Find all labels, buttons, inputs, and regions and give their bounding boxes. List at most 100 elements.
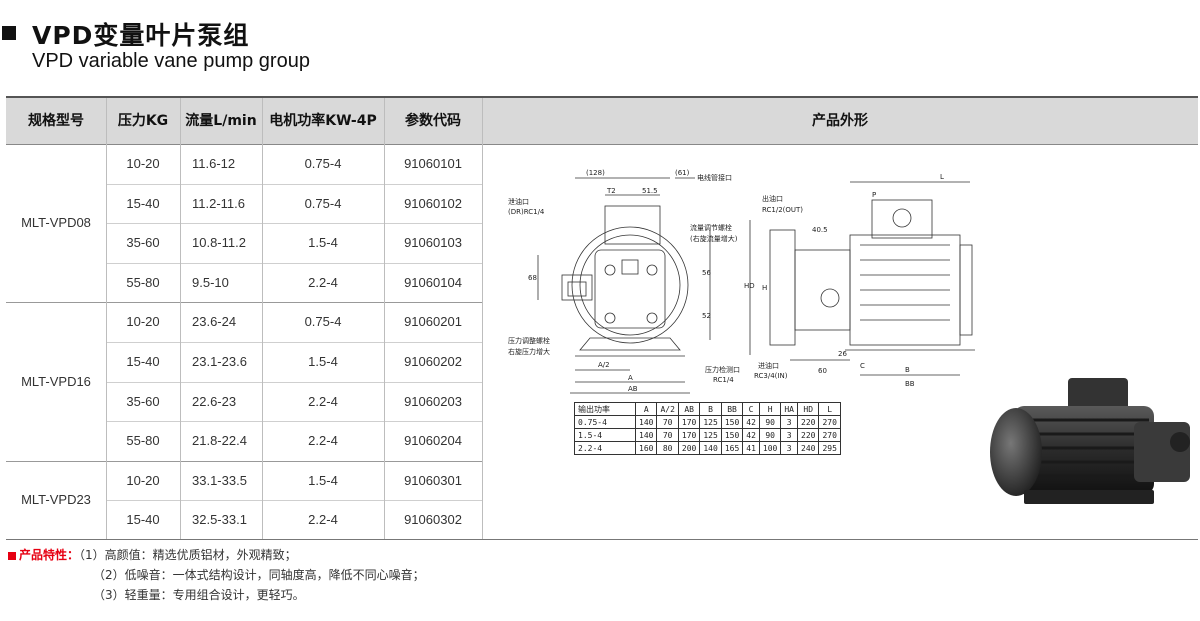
table-cell: 55-80 bbox=[126, 433, 160, 449]
dims-cell: B bbox=[699, 402, 722, 416]
table-cell: 91060201 bbox=[404, 314, 462, 330]
feature-line-2: （2）低噪音：一体式结构设计，同轴度高，降低不同心噪音； bbox=[93, 566, 425, 583]
model-name: MLT-VPD16 bbox=[21, 373, 91, 389]
dims-cell: 70 bbox=[656, 415, 679, 429]
drawing-label: (61) bbox=[675, 169, 690, 177]
dims-cell: 270 bbox=[818, 428, 841, 442]
feature-line-3: （3）轻重量：专用组合设计，更轻巧。 bbox=[93, 586, 305, 603]
table-cell: 2.2-4 bbox=[308, 512, 338, 528]
dims-cell: 0.75-4 bbox=[574, 415, 636, 429]
table-cell: 11.2-11.6 bbox=[192, 195, 246, 211]
table-cell: 0.75-4 bbox=[304, 314, 342, 330]
dims-cell: 140 bbox=[634, 428, 658, 442]
dims-cell: 150 bbox=[720, 428, 744, 442]
feature-bullet bbox=[8, 551, 16, 560]
table-cell: 55-80 bbox=[126, 274, 160, 290]
table-cell: 9.5-10 bbox=[192, 274, 229, 290]
dims-cell: 3 bbox=[780, 441, 798, 455]
drawing-label: 56 bbox=[702, 269, 711, 277]
table-cell: 11.6-12 bbox=[192, 156, 236, 171]
dims-cell: 140 bbox=[634, 415, 658, 429]
drawing-label: 电线管接口 bbox=[697, 173, 732, 182]
dims-cell: 270 bbox=[818, 415, 841, 429]
table-cell: 91060302 bbox=[404, 512, 462, 528]
feature-line-1: 产品特性：（1）高颜值：精选优质铝材，外观精致； bbox=[8, 546, 297, 563]
column-divider bbox=[180, 98, 181, 539]
table-cell: 23.1-23.6 bbox=[192, 354, 247, 369]
pump-photo bbox=[990, 378, 1190, 504]
dims-cell: 2.2-4 bbox=[574, 441, 636, 455]
table-cell: 1.5-4 bbox=[308, 472, 338, 488]
drawing-label: C bbox=[860, 362, 865, 370]
table-cell: 2.2-4 bbox=[308, 433, 338, 449]
drawing-label: 压力检测口 bbox=[705, 365, 740, 374]
table-cell: 1.5-4 bbox=[308, 235, 338, 251]
row-divider bbox=[106, 262, 482, 264]
drawing-label: L bbox=[940, 173, 944, 181]
drawing-label: (右旋流量增大) bbox=[690, 234, 738, 243]
dims-cell: BB bbox=[720, 402, 744, 416]
dims-cell: 80 bbox=[656, 441, 679, 455]
drawing-label: H bbox=[762, 284, 767, 292]
drawing-label: 出油口 bbox=[762, 194, 783, 203]
features-label: 产品特性： bbox=[19, 548, 80, 562]
column-divider bbox=[106, 98, 107, 539]
drawing-label: BB bbox=[905, 380, 915, 388]
table-cell: 22.6-23 bbox=[192, 393, 237, 409]
table-cell: 91060104 bbox=[404, 274, 462, 290]
table-cell: 91060301 bbox=[404, 472, 462, 488]
drawing-label: 52 bbox=[702, 312, 711, 320]
table-cell: 91060102 bbox=[404, 195, 462, 211]
table-cell: 2.2-4 bbox=[308, 274, 338, 290]
table-cell: 2.2-4 bbox=[308, 393, 338, 409]
group-divider bbox=[6, 302, 482, 304]
dims-cell: C bbox=[742, 402, 760, 416]
feature-item: （2）低噪音：一体式结构设计，同轴度高，降低不同心噪音； bbox=[93, 568, 425, 582]
header-pressure: 压力KG bbox=[117, 113, 169, 129]
row-divider bbox=[106, 500, 482, 502]
dims-cell: 170 bbox=[677, 428, 701, 442]
table-cell: 10.8-11.2 bbox=[192, 235, 246, 251]
drawing-label: (128) bbox=[586, 169, 605, 177]
dims-cell: 170 bbox=[677, 415, 701, 429]
dims-cell: 100 bbox=[758, 441, 782, 455]
table-cell: 10-20 bbox=[126, 314, 160, 330]
drawing-label: B bbox=[905, 366, 910, 374]
drawing-label: T2 bbox=[606, 187, 616, 195]
drawing-label: 26 bbox=[838, 350, 847, 358]
dims-cell: A/2 bbox=[656, 402, 679, 416]
feature-item: （3）轻重量：专用组合设计，更轻巧。 bbox=[93, 588, 305, 602]
row-divider bbox=[106, 421, 482, 423]
header-code: 参数代码 bbox=[405, 113, 461, 129]
dims-cell: AB bbox=[677, 402, 701, 416]
model-name: MLT-VPD23 bbox=[21, 492, 91, 508]
table-cell: 91060203 bbox=[404, 393, 462, 409]
column-divider bbox=[384, 98, 385, 539]
table-cell: 91060101 bbox=[404, 156, 462, 171]
table-cell: 1.5-4 bbox=[308, 354, 338, 369]
row-divider bbox=[106, 381, 482, 383]
dims-cell: 90 bbox=[758, 415, 782, 429]
drawing-label: HD bbox=[744, 282, 755, 290]
model-name: MLT-VPD08 bbox=[21, 215, 91, 231]
column-divider bbox=[482, 98, 483, 539]
table-cell: 91060204 bbox=[404, 433, 462, 449]
dims-cell: 150 bbox=[720, 415, 744, 429]
table-cell: 15-40 bbox=[126, 512, 160, 528]
drawing-label: RC1/2(OUT) bbox=[762, 206, 803, 214]
dims-cell: 220 bbox=[796, 428, 820, 442]
dims-cell: H bbox=[758, 402, 782, 416]
dims-cell: L bbox=[818, 402, 841, 416]
dims-cell: 70 bbox=[656, 428, 679, 442]
table-cell: 91060103 bbox=[404, 235, 462, 251]
drawing-label: RC3/4(IN) bbox=[754, 372, 788, 380]
table-cell: 10-20 bbox=[126, 472, 160, 488]
table-cell: 0.75-4 bbox=[304, 195, 342, 211]
dims-cell: 240 bbox=[796, 441, 820, 455]
drawing-label: A bbox=[628, 374, 633, 382]
title-bullet bbox=[2, 26, 16, 40]
dims-cell: 3 bbox=[780, 415, 798, 429]
